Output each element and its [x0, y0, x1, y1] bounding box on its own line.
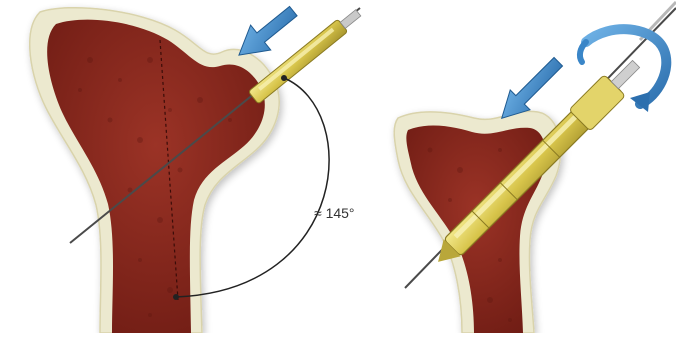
left-drill-sleeve — [248, 7, 363, 104]
angle-arc-start-dot — [281, 75, 287, 81]
left-panel: ≈ 145° — [30, 0, 364, 333]
right-panel — [394, 2, 676, 333]
left-femur-marrow — [47, 20, 265, 333]
angle-annotation: ≈ 145° — [314, 205, 355, 221]
angle-arc-end-dot — [173, 294, 179, 300]
